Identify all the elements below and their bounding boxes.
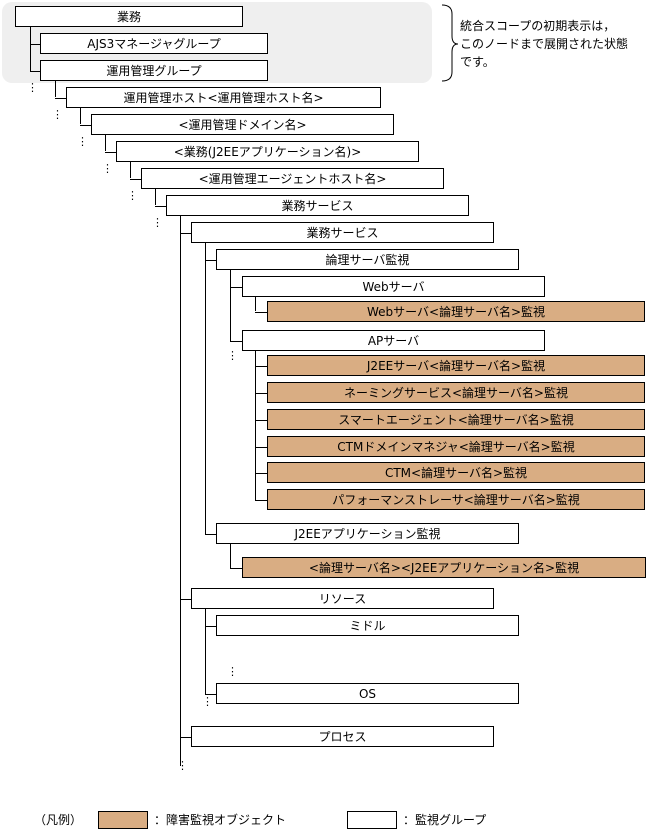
tree-connector [255, 311, 267, 313]
tree-connector [180, 216, 181, 766]
continuation-dots: ⋮ [227, 665, 238, 678]
monitor-group-node[interactable]: 業務 [15, 6, 243, 27]
fault-monitor-node[interactable]: <論理サーバ名><J2EEアプリケーション名>監視 [242, 557, 646, 578]
continuation-dots: ⋮ [127, 189, 138, 202]
tree-connector [80, 108, 81, 124]
tree-connector [255, 297, 256, 311]
fault-monitor-node[interactable]: CTM<論理サーバ名>監視 [267, 462, 645, 483]
continuation-dots: ⋮ [52, 108, 63, 121]
monitor-group-node[interactable]: <運用管理ドメイン名> [91, 114, 394, 135]
fault-monitor-node[interactable]: J2EEサーバ<論理サーバ名>監視 [267, 355, 645, 376]
tree-connector [255, 446, 267, 448]
tree-connector [255, 351, 256, 500]
tree-connector [105, 135, 106, 151]
legend-fault-swatch [98, 811, 148, 829]
tree-connector [30, 27, 31, 71]
tree-connector [205, 243, 206, 534]
monitor-group-node[interactable]: Webサーバ [242, 276, 545, 297]
tree-connector [55, 97, 66, 99]
legend-fault-label: ：障害監視オブジェクト [154, 813, 287, 827]
monitor-group-node[interactable]: <業務(J2EEアプリケーション名)> [116, 141, 419, 162]
tree-connector [205, 625, 216, 627]
fault-monitor-node[interactable]: スマートエージェント<論理サーバ名>監視 [267, 409, 645, 430]
monitor-group-node[interactable]: ミドル [216, 615, 519, 636]
tree-connector [130, 178, 141, 180]
note-line-1: 統合スコープの初期表示は， [460, 19, 616, 33]
monitor-group-node[interactable]: 運用管理グループ [40, 60, 268, 81]
monitor-group-node[interactable]: プロセス [191, 726, 494, 747]
continuation-dots: ⋮ [227, 349, 238, 362]
tree-connector [180, 736, 191, 738]
monitor-group-node[interactable]: <運用管理エージェントホスト名> [141, 168, 444, 189]
legend-group-swatch [347, 811, 397, 829]
legend-group-label: ：監視グループ [403, 813, 487, 827]
tree-connector [205, 533, 216, 535]
monitor-group-node[interactable]: OS [216, 683, 519, 704]
tree-connector [180, 598, 191, 600]
continuation-dots: ⋮ [202, 695, 213, 708]
initial-display-note: 統合スコープの初期表示は， このノードまで展開された状態 です。 [460, 17, 628, 71]
tree-connector [105, 151, 116, 153]
tree-connector [30, 43, 40, 45]
tree-connector [255, 472, 267, 474]
monitor-group-node[interactable]: J2EEアプリケーション監視 [216, 523, 519, 544]
fault-monitor-node[interactable]: ネーミングサービス<論理サーバ名>監視 [267, 382, 645, 403]
tree-connector [205, 609, 206, 694]
monitor-group-node[interactable]: AJS3マネージャグループ [40, 33, 268, 54]
tree-connector [205, 693, 216, 695]
tree-connector [130, 162, 131, 178]
tree-connector [55, 81, 56, 97]
monitor-group-node[interactable]: APサーバ [242, 330, 545, 351]
tree-connector [230, 340, 242, 342]
continuation-dots: ⋮ [27, 81, 38, 94]
tree-connector [230, 270, 231, 341]
fault-monitor-node[interactable]: Webサーバ<論理サーバ名>監視 [267, 301, 645, 322]
legend-title: （凡例） [34, 813, 83, 827]
monitor-group-node[interactable]: 論理サーバ監視 [216, 249, 519, 270]
continuation-dots: ⋮ [102, 162, 113, 175]
fault-monitor-node[interactable]: パフォーマンストレーサ<論理サーバ名>監視 [267, 489, 645, 510]
tree-connector [80, 124, 91, 126]
tree-connector [255, 392, 267, 394]
monitor-group-node[interactable]: 業務サービス [166, 195, 469, 216]
tree-connector [205, 259, 216, 261]
continuation-dots: ⋮ [177, 759, 188, 772]
tree-connector [155, 205, 166, 207]
tree-connector [255, 365, 267, 367]
note-line-3: です。 [460, 55, 495, 69]
tree-connector [255, 419, 267, 421]
fault-monitor-node[interactable]: CTMドメインマネジャ<論理サーバ名>監視 [267, 436, 645, 457]
monitor-group-node[interactable]: リソース [191, 588, 494, 609]
tree-connector [155, 189, 156, 205]
note-line-2: このノードまで展開された状態 [460, 37, 629, 51]
tree-connector [230, 286, 242, 288]
monitor-group-node[interactable]: 運用管理ホスト<運用管理ホスト名> [66, 87, 381, 108]
tree-connector [30, 70, 40, 72]
continuation-dots: ⋮ [152, 216, 163, 229]
tree-connector [230, 567, 242, 569]
tree-connector [230, 544, 231, 568]
tree-connector [180, 232, 191, 234]
monitor-group-node[interactable]: 業務サービス [191, 222, 494, 243]
tree-connector [255, 499, 267, 501]
continuation-dots: ⋮ [77, 135, 88, 148]
